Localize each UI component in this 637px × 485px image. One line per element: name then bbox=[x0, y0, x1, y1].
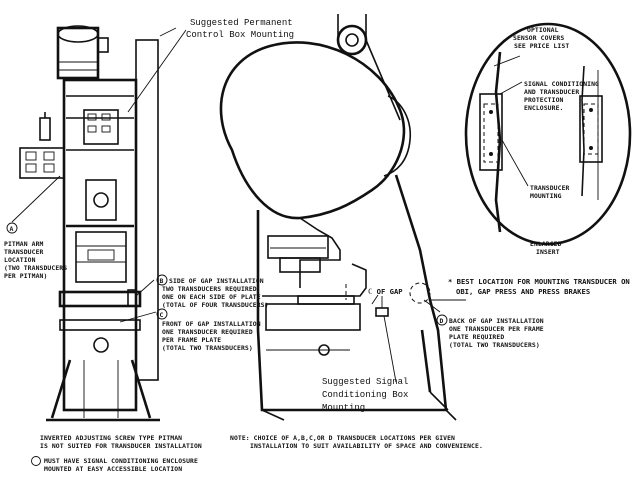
transducer-mounting-line2: MOUNTING bbox=[530, 192, 562, 200]
enlarged-insert-line1: ENLARGED bbox=[530, 240, 562, 248]
press-slide bbox=[75, 231, 127, 283]
side-bolster bbox=[265, 303, 361, 331]
side-gap-transducer bbox=[127, 289, 137, 307]
note-line1: NOTE: CHOICE OF A,B,C,OR D TRANSDUCER LO… bbox=[230, 434, 455, 442]
flywheel-hub bbox=[336, 24, 368, 56]
insert-enclosure-left bbox=[479, 93, 503, 171]
marker-must-have bbox=[31, 456, 41, 466]
side-slide bbox=[267, 235, 329, 259]
back-gap-location bbox=[409, 282, 431, 304]
back-gap-line3: PLATE REQUIRED bbox=[449, 333, 504, 341]
back-gap-line2: ONE TRANSDUCER PER FRAME bbox=[449, 325, 544, 333]
motor-housing bbox=[56, 26, 100, 80]
must-have-line1: MUST HAVE SIGNAL CONDITIONING ENCLOSURE bbox=[44, 457, 198, 465]
side-gap-line2: TWO TRANSDUCERS REQUIRED bbox=[162, 285, 257, 293]
front-gap-line2: ONE TRANSDUCER REQUIRED bbox=[162, 328, 253, 336]
pitman-line4: (TWO TRANSDUCERS bbox=[4, 264, 67, 272]
insert-ellipse bbox=[464, 22, 632, 246]
insert-enclosure-right bbox=[579, 95, 603, 163]
flywheel-side bbox=[135, 39, 159, 381]
pitman-line1: PITMAN ARM bbox=[4, 240, 44, 248]
leader-lines bbox=[11, 27, 466, 383]
side-gap-line3: ONE ON EACH SIDE OF PLATE bbox=[162, 293, 261, 301]
marker-d: D bbox=[440, 317, 444, 325]
inverted-line1: INVERTED ADJUSTING SCREW TYPE PITMAN bbox=[40, 434, 182, 442]
must-have-line2: MOUNTED AT EASY ACCESSIBLE LOCATION bbox=[44, 465, 182, 473]
pitman-transducer-box bbox=[19, 147, 65, 179]
signal-enclosure-line3: PROTECTION bbox=[524, 96, 564, 104]
control-box-label-line1: Suggested Permanent bbox=[190, 18, 293, 28]
motor-top bbox=[57, 25, 99, 43]
marker-a-circle bbox=[6, 222, 18, 234]
press-front-view bbox=[19, 25, 160, 422]
signal-enclosure-line4: ENCLOSURE. bbox=[524, 104, 563, 112]
pitman-line2: TRANSDUCER bbox=[4, 248, 44, 256]
signal-box-line1: Suggested Signal bbox=[322, 377, 408, 387]
frame-crown bbox=[219, 41, 406, 220]
enlarged-insert bbox=[464, 22, 632, 246]
marker-b: B bbox=[160, 277, 164, 285]
bolster bbox=[58, 290, 142, 308]
side-gap-line1: SIDE OF GAP INSTALLATION bbox=[169, 277, 264, 285]
back-gap-line1: BACK OF GAP INSTALLATION bbox=[449, 317, 544, 325]
signal-box-line3: Mounting bbox=[322, 403, 365, 413]
cl-of-gap-label: ℂ OF GAP bbox=[368, 287, 403, 296]
transducer-mounting-line1: TRANSDUCER bbox=[530, 184, 570, 192]
note-line2: INSTALLATION TO SUIT AVAILABILITY OF SPA… bbox=[250, 442, 483, 450]
sensor-covers-line1: OPTIONAL bbox=[527, 26, 559, 34]
press-side-view bbox=[219, 14, 457, 421]
marker-d-circle bbox=[436, 314, 448, 326]
sensor-covers-line2: SENSOR COVERS bbox=[513, 34, 564, 42]
signal-enclosure-line2: AND TRANSDUCER bbox=[524, 88, 579, 96]
best-location-line1: * BEST LOCATION FOR MOUNTING TRANSDUCER … bbox=[448, 277, 630, 286]
signal-box-line2: Conditioning Box bbox=[322, 390, 408, 400]
motor-shaft bbox=[97, 37, 109, 53]
marker-a: A bbox=[10, 225, 14, 233]
cl-gap-box bbox=[375, 307, 389, 317]
front-gap-line3: PER FRAME PLATE bbox=[162, 336, 221, 344]
front-gap-line1: FRONT OF GAP INSTALLATION bbox=[162, 320, 261, 328]
marker-b-circle bbox=[156, 274, 168, 286]
sensor-covers-line3: SEE PRICE LIST bbox=[514, 42, 569, 50]
marker-c: C bbox=[160, 311, 164, 319]
side-gap-line4: (TOTAL OF FOUR TRANSDUCERS) bbox=[162, 301, 269, 309]
front-gap-line4: (TOTAL TWO TRANSDUCERS) bbox=[162, 344, 253, 352]
signal-enclosure-line1: SIGNAL CONDITIONING bbox=[524, 80, 599, 88]
control-box-front bbox=[83, 109, 119, 145]
marker-c-circle bbox=[156, 308, 168, 320]
control-box-label-line2: Control Box Mounting bbox=[186, 30, 294, 40]
pitman-arm bbox=[85, 179, 117, 221]
pitman-line5: PER PITMAN) bbox=[4, 272, 47, 280]
press-frame bbox=[62, 78, 138, 412]
pitman-line3: LOCATION bbox=[4, 256, 36, 264]
inverted-line2: IS NOT SUITED FOR TRANSDUCER INSTALLATIO… bbox=[40, 442, 202, 450]
back-gap-line4: (TOTAL TWO TRANSDUCERS) bbox=[449, 341, 540, 349]
best-location-line2: OBI, GAP PRESS AND PRESS BRAKES bbox=[456, 287, 590, 296]
enlarged-insert-line2: INSERT bbox=[536, 248, 560, 256]
